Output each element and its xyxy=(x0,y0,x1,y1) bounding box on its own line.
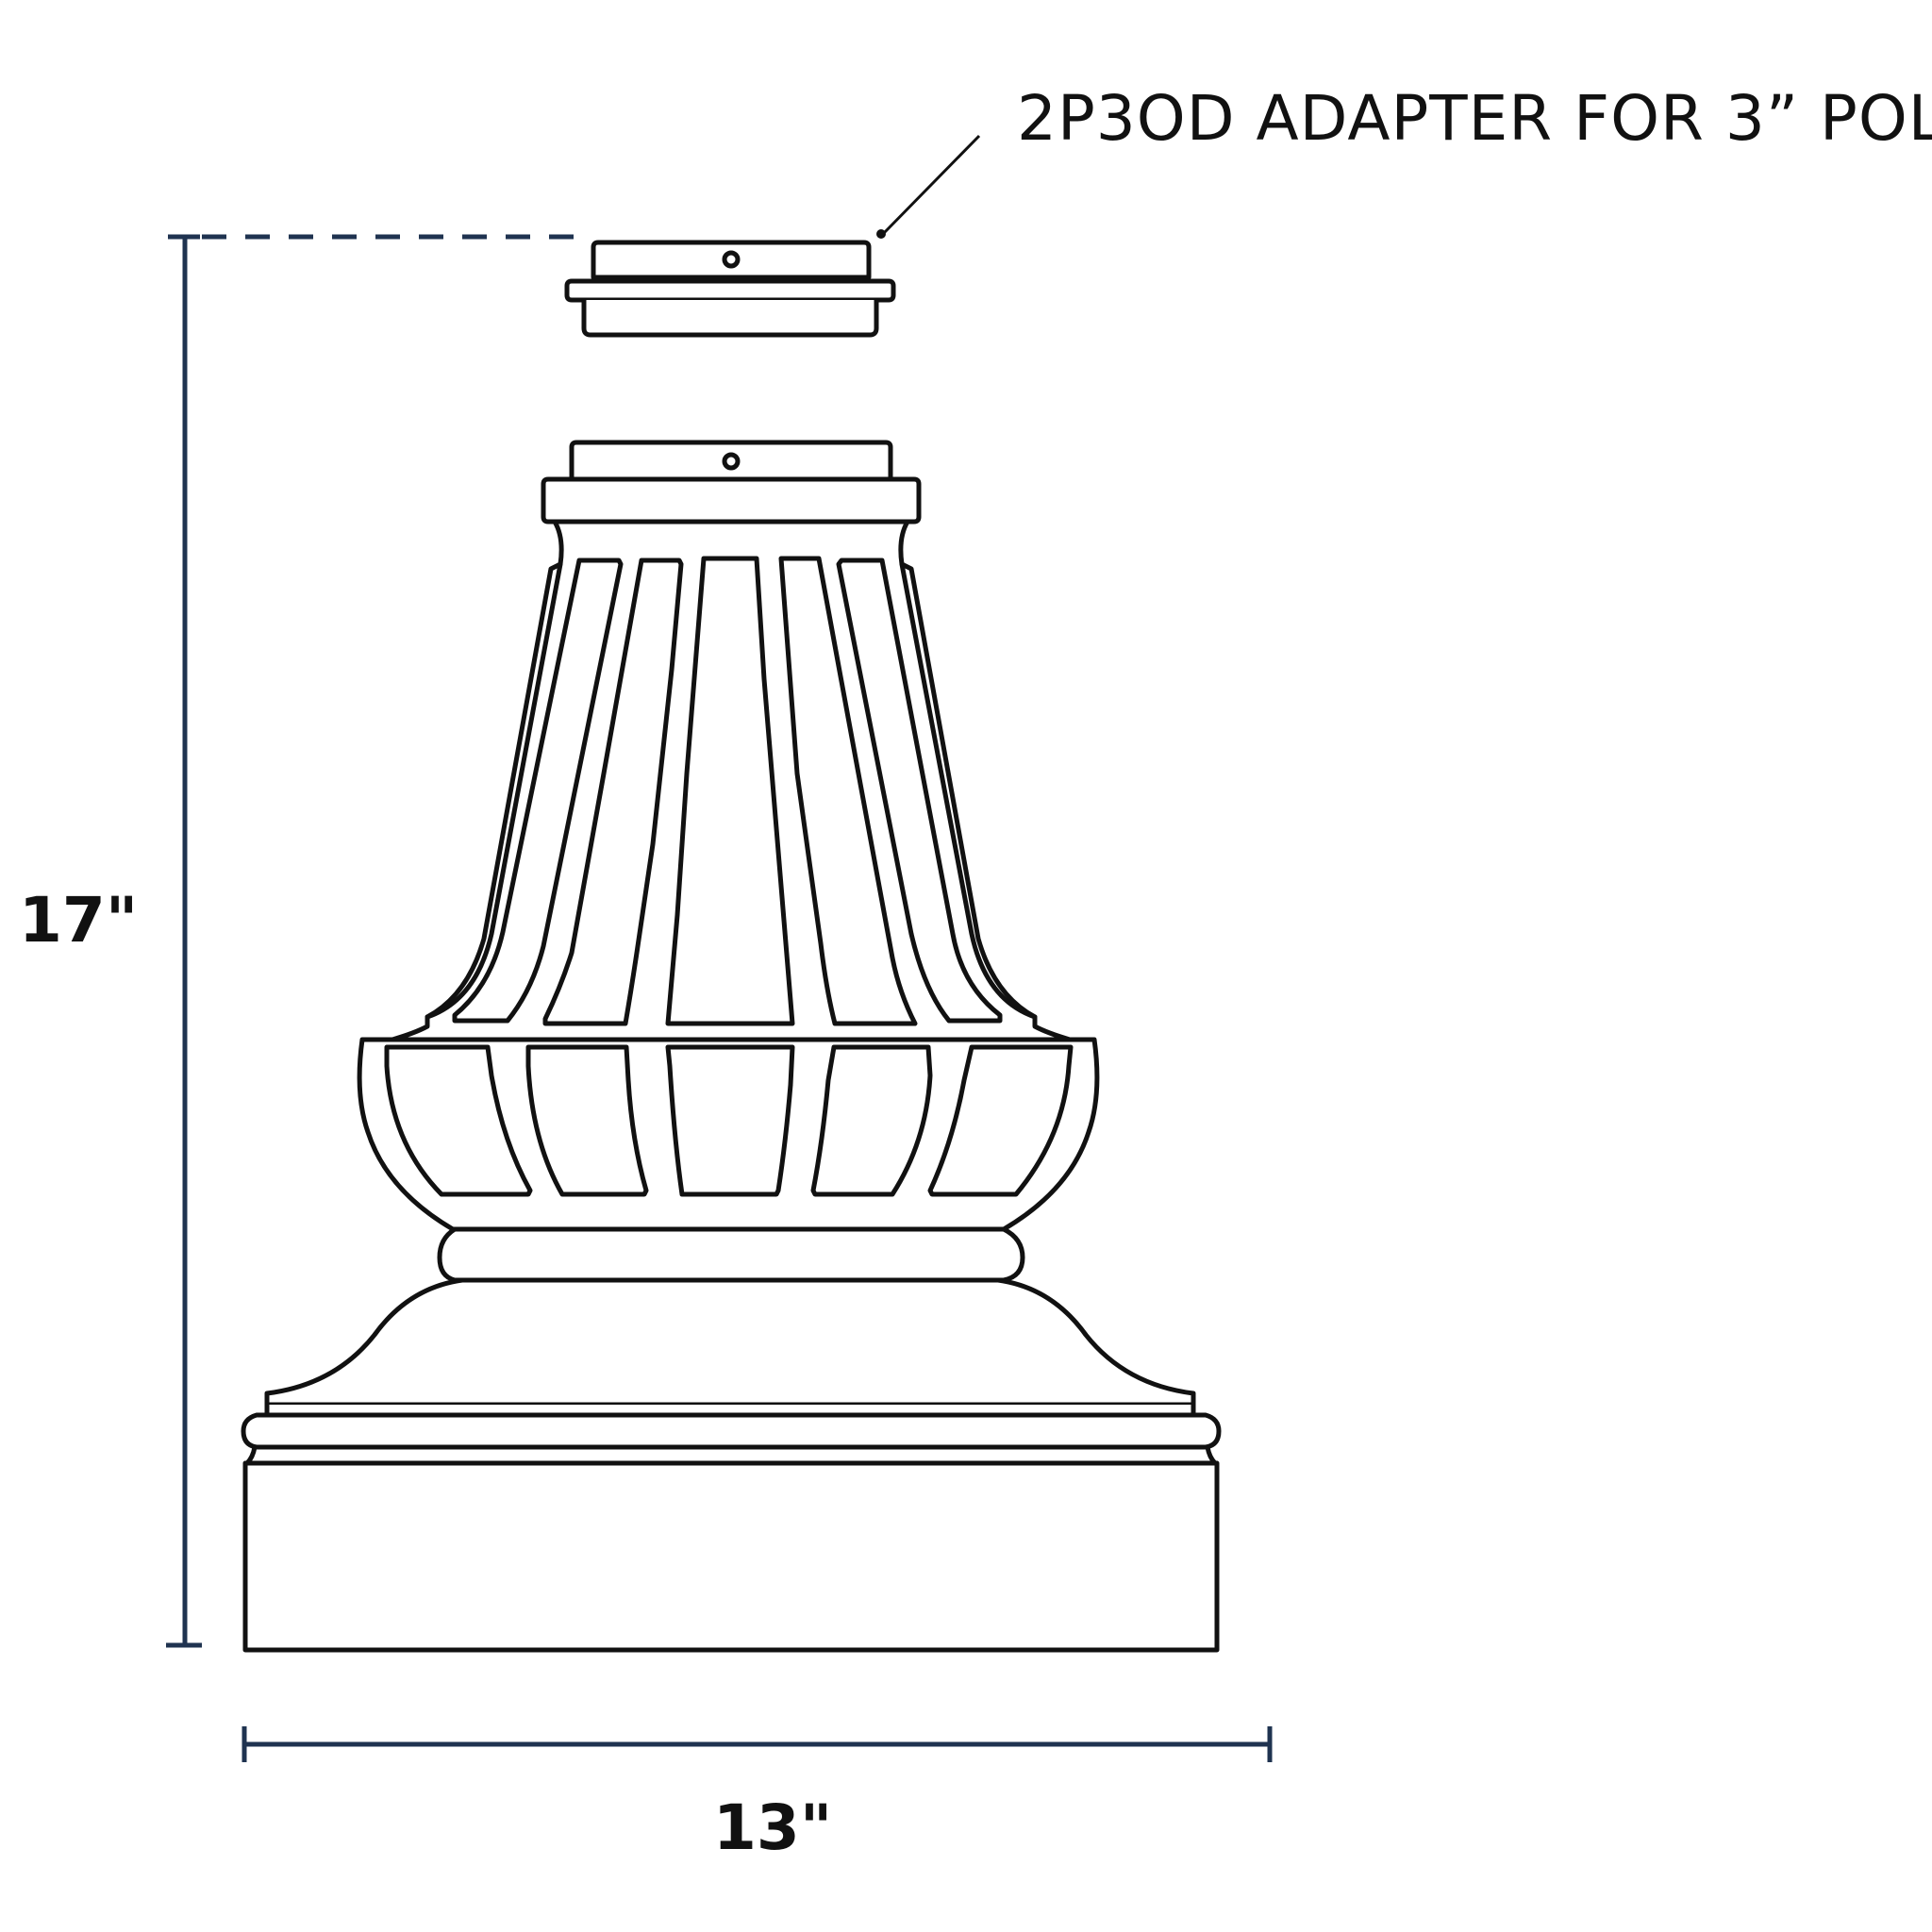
callout-leader-line xyxy=(882,134,981,235)
adapter-set-screw-hole xyxy=(722,250,741,269)
lower-slot xyxy=(525,1044,649,1197)
upper-slot xyxy=(452,558,624,1024)
lower-slot xyxy=(810,1044,933,1197)
callout-leader-dot xyxy=(876,229,886,239)
adapter-callout-label: 2P3OD ADAPTER FOR 3” POLE xyxy=(1017,82,1932,155)
width-dimension-label: 13" xyxy=(713,1791,832,1864)
upper-slot xyxy=(542,558,684,1026)
height-dimension-label: 17" xyxy=(19,884,138,957)
upper-slot xyxy=(665,556,795,1026)
pole-base xyxy=(241,440,1222,1653)
lower-slot xyxy=(665,1044,795,1197)
pole-adapter xyxy=(564,240,896,338)
base-plinth xyxy=(242,1460,1220,1653)
base-set-screw-hole xyxy=(722,452,741,471)
lower-slot xyxy=(384,1044,533,1197)
upper-slot xyxy=(778,556,918,1026)
height-dimension xyxy=(166,234,592,1648)
width-dimension xyxy=(242,1726,1273,1762)
upper-slot xyxy=(836,558,1003,1024)
lower-slot xyxy=(927,1044,1074,1197)
